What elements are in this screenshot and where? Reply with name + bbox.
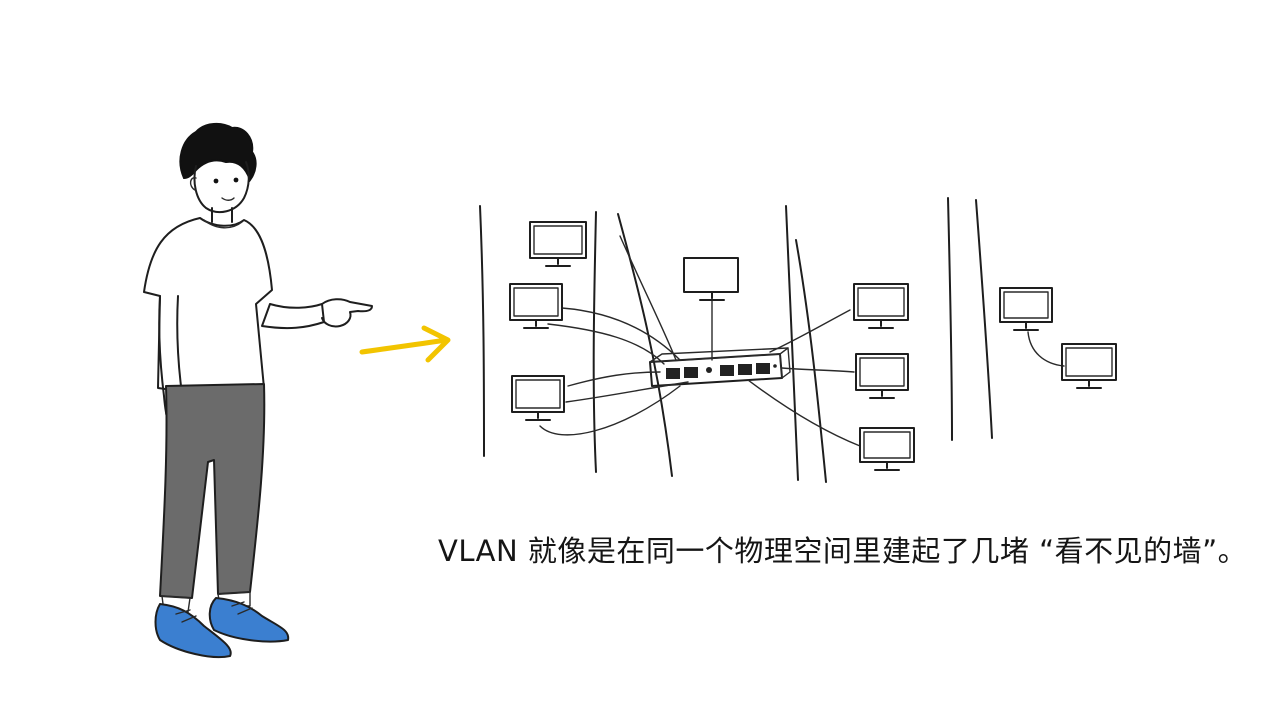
cable-8 [769,309,851,353]
cable-9 [781,367,855,373]
person-shoe-laces [175,601,253,623]
person-arm-right [261,303,325,330]
person-mouth [221,197,235,201]
cable-3 [567,371,661,387]
switch-indicator [773,364,777,368]
computer-monitor-icon [683,257,739,301]
wall-3-left [785,205,799,481]
arrow-head [421,325,451,363]
person-shoe-left [154,603,232,658]
wall-4-right [975,199,993,439]
person-neck [211,207,233,223]
switch-port-1 [666,368,680,379]
computer-monitor-icon [509,283,563,329]
cable-1 [547,323,665,365]
caption-text: VLAN 就像是在同一个物理空间里建起了几堵 “看不见的墙”。 [438,534,1248,568]
computer-monitor-icon [853,283,909,329]
switch-side [779,347,791,379]
cable-2 [561,307,681,361]
network-switch-icon [649,347,791,387]
computer-monitor-icon [1061,343,1117,389]
cable-4 [565,381,689,403]
computer-monitor-icon [511,375,565,421]
wall-1-left [479,205,485,457]
computer-monitor-icon [855,353,909,399]
wall-1-right [592,211,597,473]
cable-5 [539,385,681,436]
person-tshirt [143,217,273,394]
cable-7 [619,235,677,361]
switch-port-3 [720,365,734,376]
person-figure-icon [143,122,373,658]
person-eye-right [233,177,239,183]
wall-4-left [947,197,953,441]
arrow-shaft [359,337,449,355]
computer-monitors [509,221,1117,471]
person-head [193,161,250,214]
computer-monitor-icon [859,427,915,471]
switch-port-2 [684,367,698,378]
person-eye-left [213,178,219,184]
person-collar [203,219,243,229]
cable-11 [1027,331,1065,367]
cables [539,235,1065,447]
switch-port-5 [756,363,770,374]
invisible-walls [479,197,993,483]
wall-2-left [617,213,673,477]
switch-port-4 [738,364,752,375]
person-shoe-right [208,597,290,643]
person-hair [179,122,257,183]
person-pants [159,383,266,599]
wall-3-right [795,239,827,483]
person-hand-pointing [321,298,373,328]
cable-10 [747,379,861,447]
computer-monitor-icon [529,221,587,267]
switch-led [706,367,712,373]
computer-monitor-icon [999,287,1053,331]
person-ear [189,177,197,191]
pointing-arrow-icon [359,325,451,363]
